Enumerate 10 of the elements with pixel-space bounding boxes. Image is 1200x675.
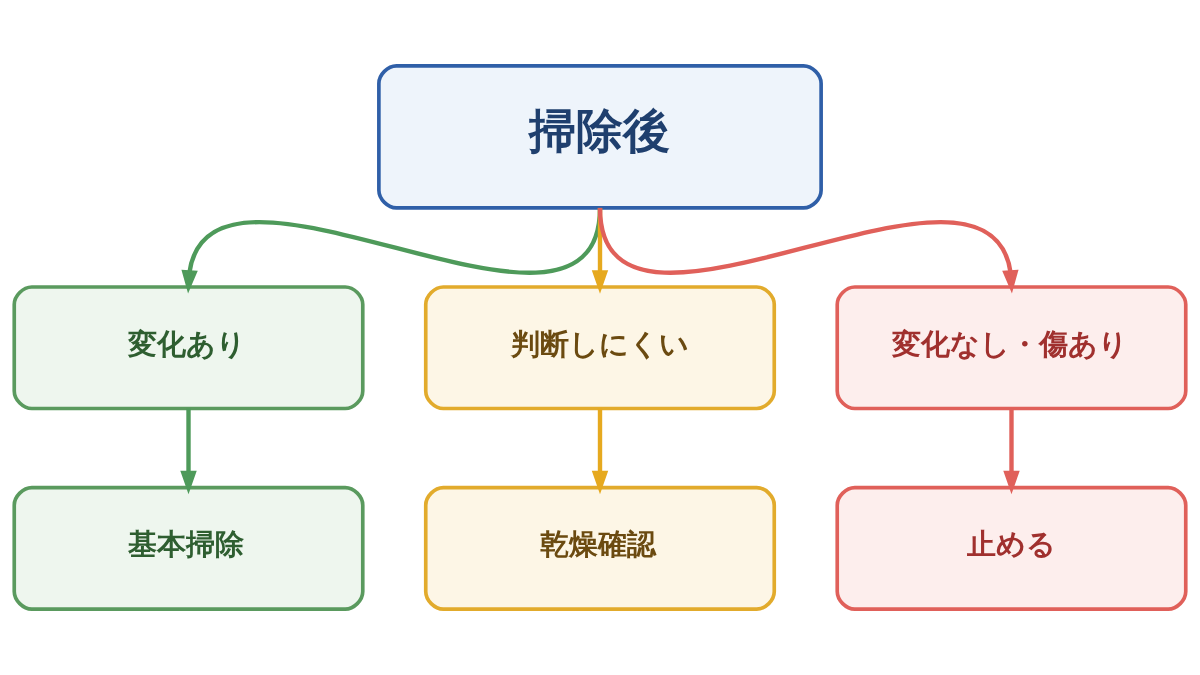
node-box: 判断しにくい bbox=[423, 285, 777, 411]
node-box: 変化あり bbox=[12, 285, 365, 411]
arrow bbox=[591, 408, 609, 495]
arrow bbox=[1003, 408, 1020, 495]
node-box: 乾燥確認 bbox=[423, 485, 777, 611]
node-box: 掃除後 bbox=[377, 64, 823, 210]
node-box: 基本掃除 bbox=[12, 485, 365, 611]
node-box: 変化なし・傷あり bbox=[835, 285, 1188, 411]
node-box: 止める bbox=[835, 485, 1188, 611]
arrow bbox=[180, 408, 197, 495]
